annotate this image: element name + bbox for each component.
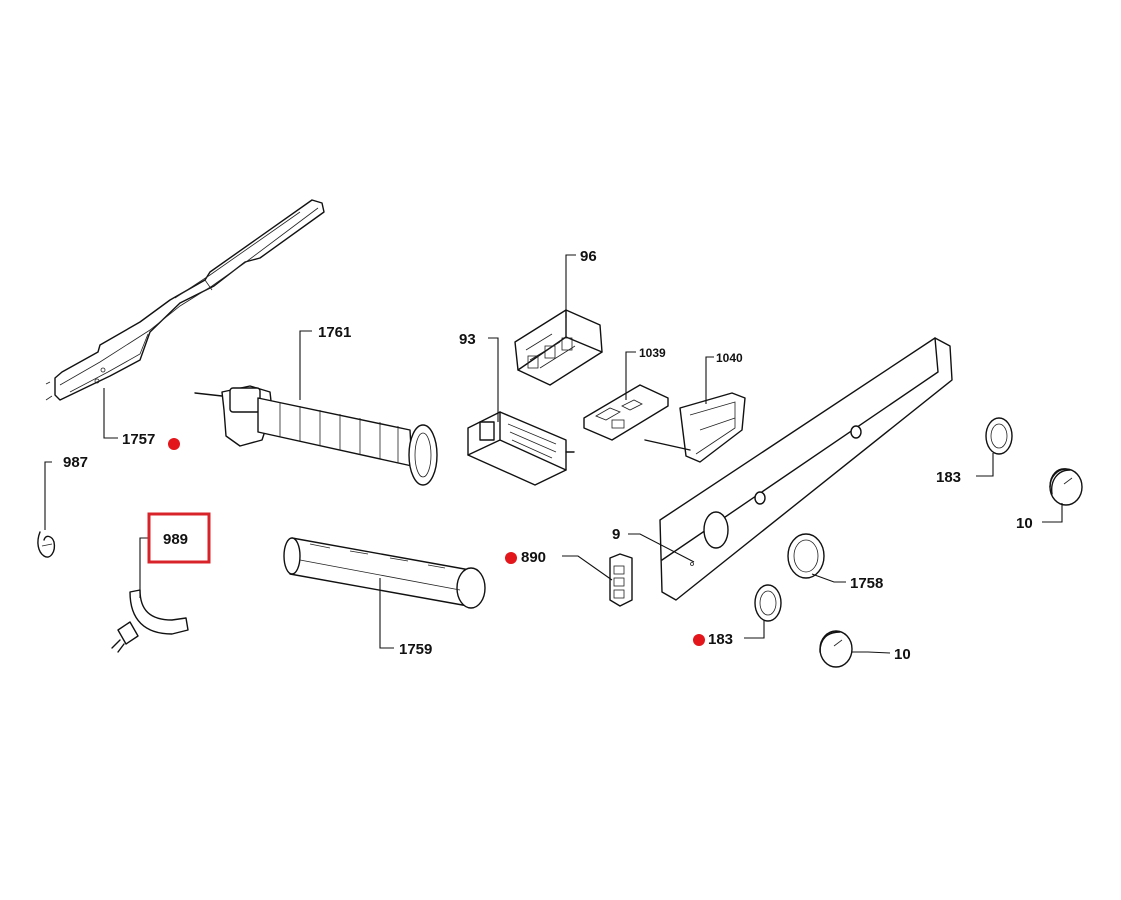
selected-part-highlight: [147, 512, 211, 564]
spare-part-markers: [168, 438, 705, 646]
part-bracket-1040[interactable]: [644, 392, 746, 463]
callout-1757[interactable]: 1757: [122, 431, 155, 448]
part-switch-block-93[interactable]: [467, 411, 575, 486]
callout-labels: 96 1761 93 1039 1040 1757 987 989 890 9 …: [63, 248, 1033, 663]
callout-989[interactable]: 989: [163, 531, 188, 548]
spare-marker-183: [693, 634, 705, 646]
callout-1758[interactable]: 1758: [850, 575, 883, 592]
callout-890[interactable]: 890: [521, 549, 546, 566]
part-pcb-1039[interactable]: [583, 384, 669, 441]
leader-lines: [103, 254, 1063, 654]
callout-987[interactable]: 987: [63, 454, 88, 471]
part-module-96[interactable]: [514, 309, 603, 386]
part-knob-10-upper[interactable]: [1049, 468, 1083, 506]
spare-marker-1757: [168, 438, 180, 450]
spare-marker-890: [505, 552, 517, 564]
part-rail-1757[interactable]: [45, 199, 325, 401]
part-cylinder-1759[interactable]: [283, 537, 486, 609]
part-blower-1761[interactable]: [194, 385, 438, 486]
callout-96[interactable]: 96: [580, 248, 597, 265]
callout-9[interactable]: 9: [612, 526, 620, 543]
callout-1761[interactable]: 1761: [318, 324, 351, 341]
part-switch-890[interactable]: [609, 553, 633, 607]
part-knob-10-lower[interactable]: [819, 630, 853, 668]
callout-1040[interactable]: 1040: [716, 351, 743, 365]
part-pipe-989[interactable]: [111, 589, 189, 653]
callout-183-upper[interactable]: 183: [936, 469, 961, 486]
part-ring-183-upper[interactable]: [985, 417, 1013, 455]
callout-1759[interactable]: 1759: [399, 641, 432, 658]
part-bezel-1758[interactable]: [787, 533, 825, 579]
callout-10-upper[interactable]: 10: [1016, 515, 1033, 532]
callout-93[interactable]: 93: [459, 331, 476, 348]
part-clip-987[interactable]: [37, 461, 56, 558]
callout-10-lower[interactable]: 10: [894, 646, 911, 663]
part-ring-183-lower[interactable]: [754, 584, 782, 622]
part-panel-9[interactable]: [659, 337, 953, 601]
callout-1039[interactable]: 1039: [639, 346, 666, 360]
callout-183-lower[interactable]: 183: [708, 631, 733, 648]
